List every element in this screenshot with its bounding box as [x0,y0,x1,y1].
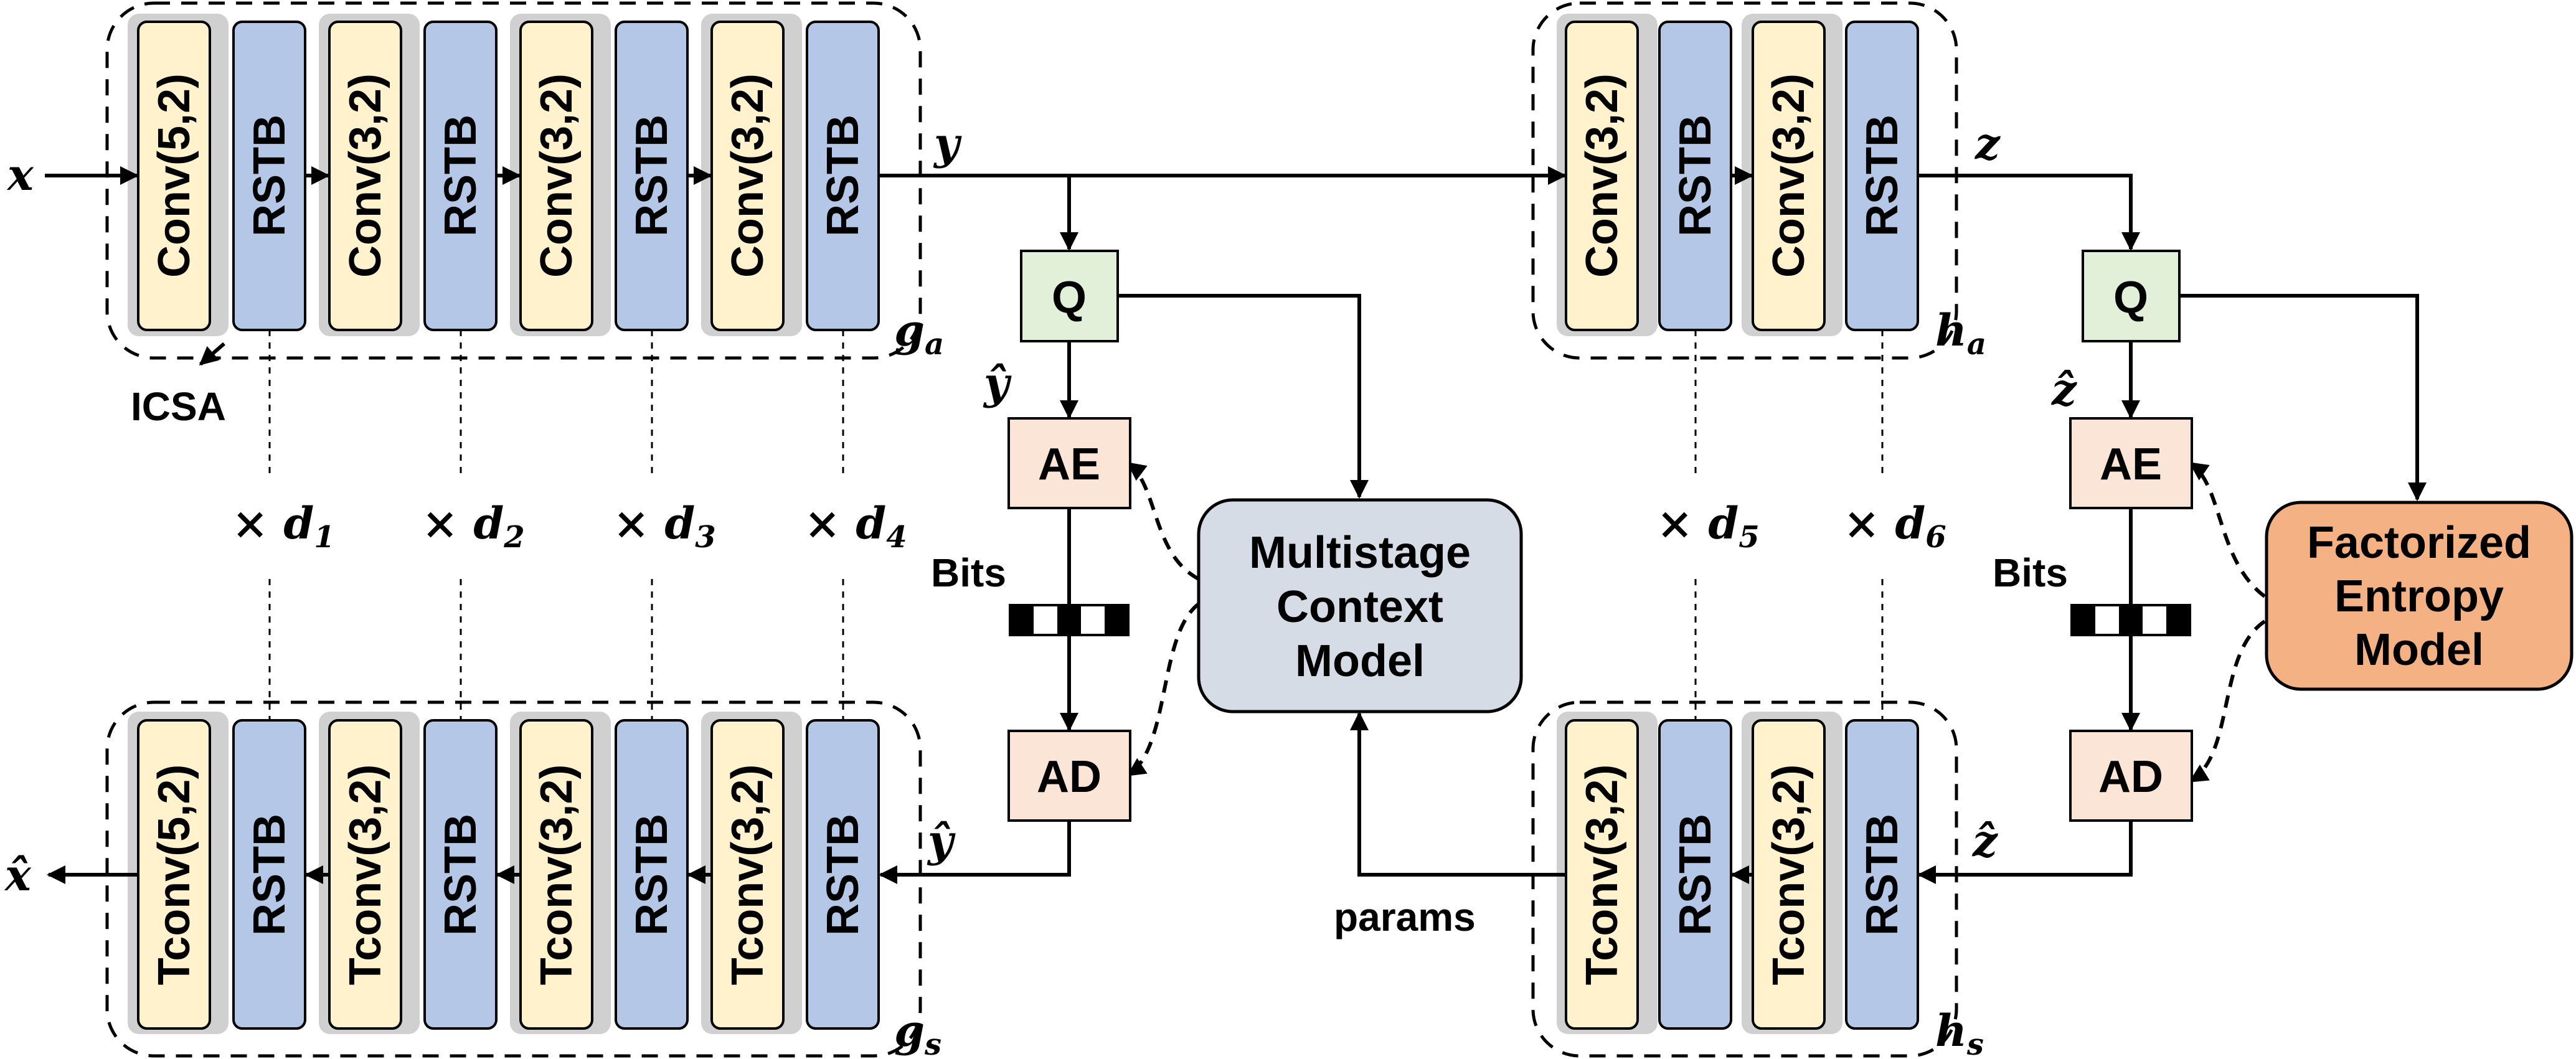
bits-label: Bits [1993,550,2068,595]
arithmetic-decoder-box [1007,730,1131,822]
y-hat-label: ŷ [927,815,956,867]
arithmetic-encoder-label: AE [2100,440,2162,489]
signal-wires [45,166,2427,884]
tconv-label: Tconv(3,2) [723,765,773,986]
conv-label: Conv(5,2) [149,73,199,278]
arithmetic-decoder-label: AD [2098,752,2163,802]
context-model-line3: Model [1295,636,1425,686]
y-label: y [933,118,962,169]
arithmetic-encoder-box [1007,417,1131,509]
multiplier-d1: × d1 [232,497,334,555]
arithmetic-encoder-box [2069,417,2193,509]
quantizer-box [2082,250,2181,342]
entropy-model-line1: Factorized [2307,518,2531,568]
factorized-entropy-model: Factorized Entropy Model [2265,501,2574,691]
multiplier-d4: × d4 [804,497,907,555]
hs-label: hs [1935,1005,1984,1059]
rstb-label: RSTB [627,115,677,237]
bits-label: Bits [931,550,1006,595]
rstb-label: RSTB [627,814,677,936]
multiplier-d3: × d3 [613,497,715,555]
ga-module-boundary [105,1,922,360]
rstb-label: RSTB [245,814,295,936]
arithmetic-decoder-label: AD [1037,752,1102,802]
rstb-label: RSTB [436,814,486,936]
quantizer-label: Q [1052,273,1087,322]
ga-label: ga [894,304,944,362]
context-model-line2: Context [1276,582,1443,632]
signal-labels: x x̂ y ŷ ŷ z ẑ ẑ params [4,118,2077,939]
ha-module-boundary [1531,1,1958,360]
bitstream-icon [2070,604,2191,636]
multiplier-d6: × d6 [1843,497,1946,555]
entropy-model-line2: Entropy [2334,572,2504,621]
multiplier-d5: × d5 [1656,497,1759,555]
encoder-ga: Conv(5,2) RSTB Conv(3,2) RSTB Conv(3,2) … [137,21,944,362]
arithmetic-encoder-label: AE [1038,440,1100,489]
arithmetic-decoder-box [2069,730,2193,822]
scaling-dotted-lines [268,330,1884,720]
multiplier-d2: × d2 [422,497,524,555]
hs-module-boundary [1531,700,1958,1058]
x-hat-label: x̂ [4,849,32,901]
context-model-line1: Multistage [1249,528,1471,578]
tconv-label: Tconv(5,2) [149,765,199,986]
context-model-box [1197,498,1523,713]
ha-label: ha [1935,304,1986,362]
icsa-label: ICSA [131,384,226,429]
hyper-encoder-ha: Conv(3,2) RSTB Conv(3,2) RSTB ha [1565,21,1986,362]
z-label: z [1974,118,2001,169]
tconv-label: Tconv(3,2) [1577,765,1627,986]
rstb-label: RSTB [436,115,486,237]
x-label: x [6,149,34,200]
entropy-model-line3: Model [2354,625,2484,675]
tconv-label: Tconv(3,2) [341,765,390,986]
multiplier-labels: × d1 × d2 × d3 × d4 × d5 × d6 [232,497,1946,555]
rstb-label: RSTB [1671,814,1720,936]
tconv-label: Tconv(3,2) [1764,765,1814,986]
quantizer-label: Q [2113,273,2148,322]
bitstream-icon [1009,604,1130,636]
conv-label: Conv(3,2) [1764,73,1814,278]
tconv-label: Tconv(3,2) [532,765,582,986]
probability-dashed-arrows [1126,461,2266,783]
hyper-entropy-coding: Q AE AD Bits [1993,250,2193,822]
entropy-model-box [2265,501,2574,691]
quantizer-box [1020,250,1119,342]
conv-label: Conv(3,2) [532,73,582,278]
hyper-decoder-hs: Tconv(3,2) RSTB Tconv(3,2) RSTB hs [1565,719,1984,1059]
conv-label: Conv(3,2) [1577,73,1627,278]
multistage-context-model: Multistage Context Model [1197,498,1523,713]
z-hat-label: ẑ [1971,815,1998,867]
z-hat-label: ẑ [2050,364,2077,415]
rstb-label: RSTB [1671,115,1720,237]
rstb-label: RSTB [245,115,295,237]
gs-module-boundary [105,700,922,1058]
rstb-label: RSTB [818,115,868,237]
rstb-label: RSTB [818,814,868,936]
rstb-label: RSTB [1857,814,1907,936]
conv-label: Conv(3,2) [341,73,390,278]
params-label: params [1334,895,1476,939]
main-entropy-coding: Q AE AD Bits [931,250,1131,822]
y-hat-label: ŷ [983,357,1012,409]
decoder-gs: Tconv(5,2) RSTB Tconv(3,2) RSTB Tconv(3,… [137,719,941,1059]
conv-label: Conv(3,2) [723,73,773,278]
gs-label: gs [894,1005,941,1059]
rstb-label: RSTB [1857,115,1907,237]
icsa-annotation: ICSA [131,342,226,429]
